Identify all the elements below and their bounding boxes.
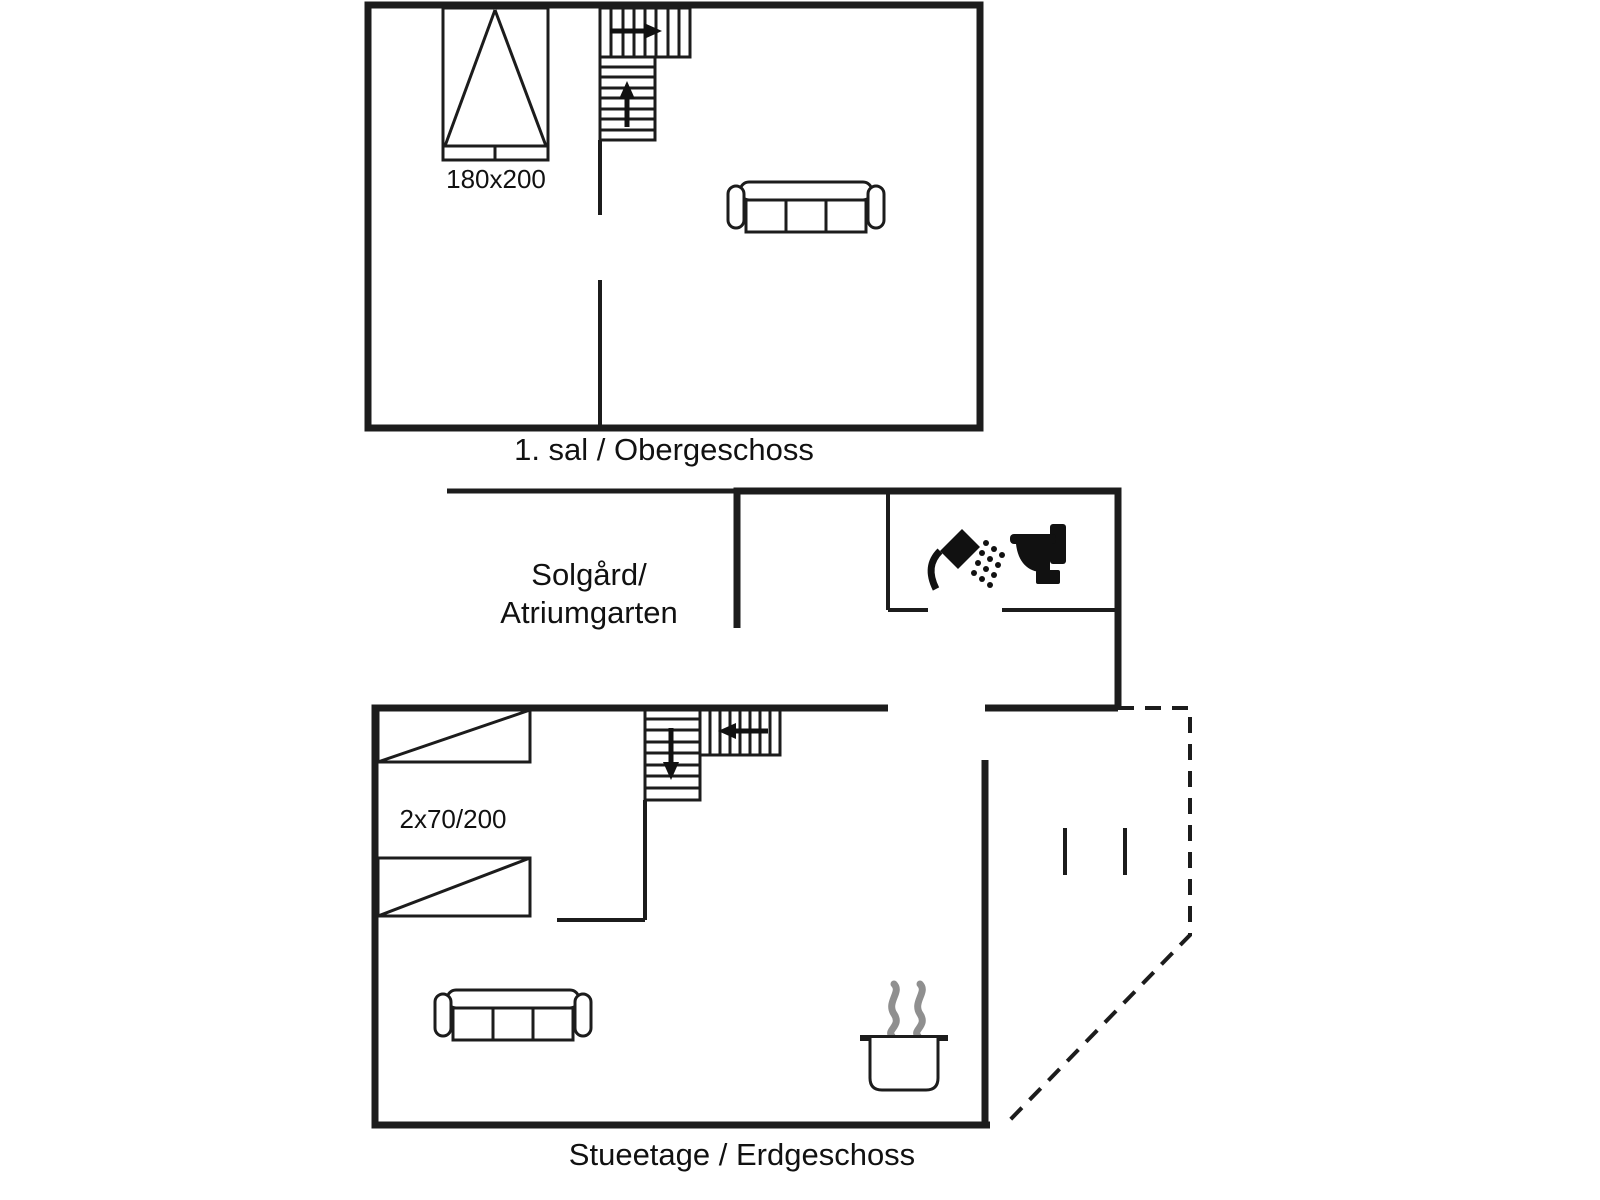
- shower-icon: [927, 529, 1005, 591]
- upper-floor-caption: 1. sal / Obergeschoss: [514, 432, 814, 467]
- bunk-size-label: 2x70/200: [400, 804, 507, 834]
- bunk-bed-icon: [376, 708, 532, 918]
- stairs-up-icon: [598, 6, 692, 142]
- ground-interior-wall: [557, 800, 647, 922]
- sofa-icon: [433, 988, 593, 1042]
- sofa-icon: [726, 180, 886, 234]
- upper-floor-outline: [364, 1, 984, 432]
- bed-size-label: 180x200: [446, 164, 546, 194]
- stairs-direction-arrows: [663, 723, 768, 780]
- ground-floor-caption: Stueetage / Erdgeschoss: [569, 1137, 915, 1172]
- stairs-down-icon: [643, 706, 782, 802]
- stairs-direction-arrows: [610, 23, 662, 127]
- double-bed-icon: [441, 6, 550, 162]
- atrium-label-line1: Solgård/: [531, 557, 647, 592]
- ground-floor-walls: [371, 704, 1118, 1129]
- steam-icon: [887, 980, 926, 1040]
- kitchen-area: [860, 980, 948, 1092]
- toilet-icon: [1010, 524, 1066, 584]
- bathroom-interior-walls: [886, 491, 1118, 612]
- atrium: Solgård/ Atriumgarten: [447, 488, 737, 630]
- terrace-dashed-boundary: [1006, 706, 1192, 1124]
- ground-floor: 2x70/200: [371, 704, 1192, 1172]
- bathroom-outer-walls: [733, 487, 1122, 708]
- upper-floor: 180x200: [364, 1, 984, 467]
- bathroom: [733, 487, 1122, 708]
- atrium-label-line2: Atriumgarten: [500, 595, 677, 630]
- cooking-pot-icon: [860, 1035, 948, 1092]
